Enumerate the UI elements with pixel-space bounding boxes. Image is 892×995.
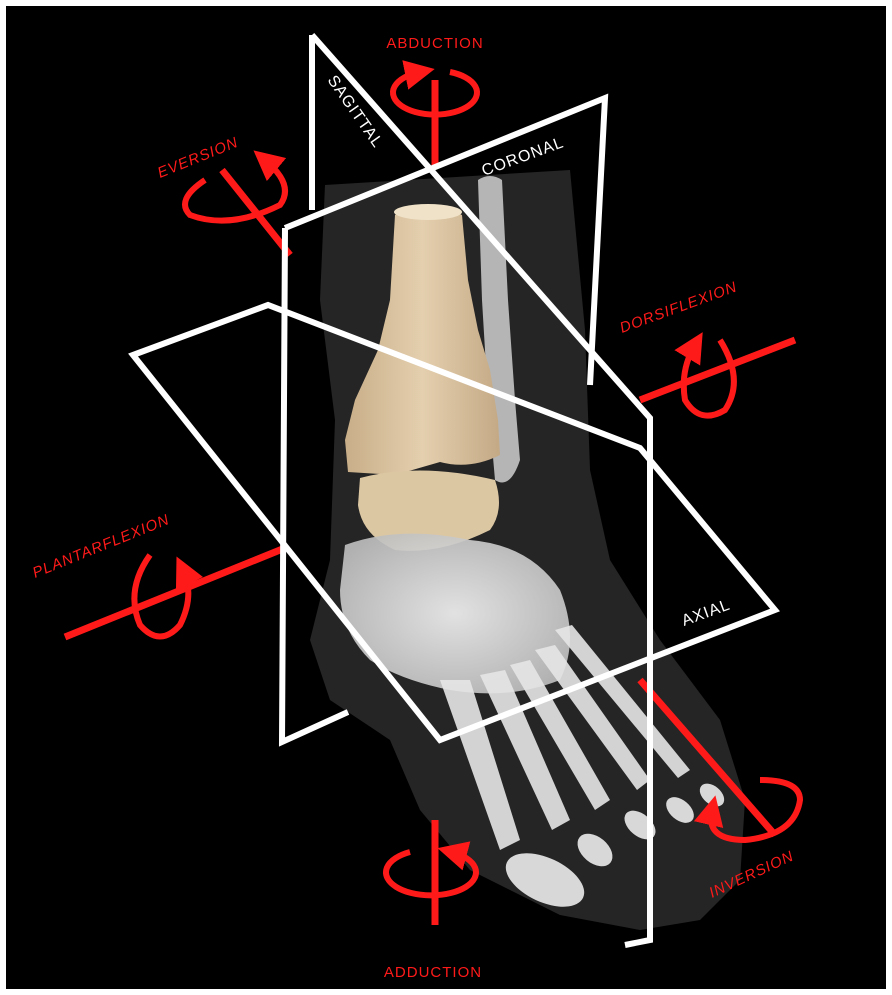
abduction-label: ABDUCTION [386,35,483,52]
tibia-top [394,204,462,220]
adduction-label: ADDUCTION [384,964,482,981]
